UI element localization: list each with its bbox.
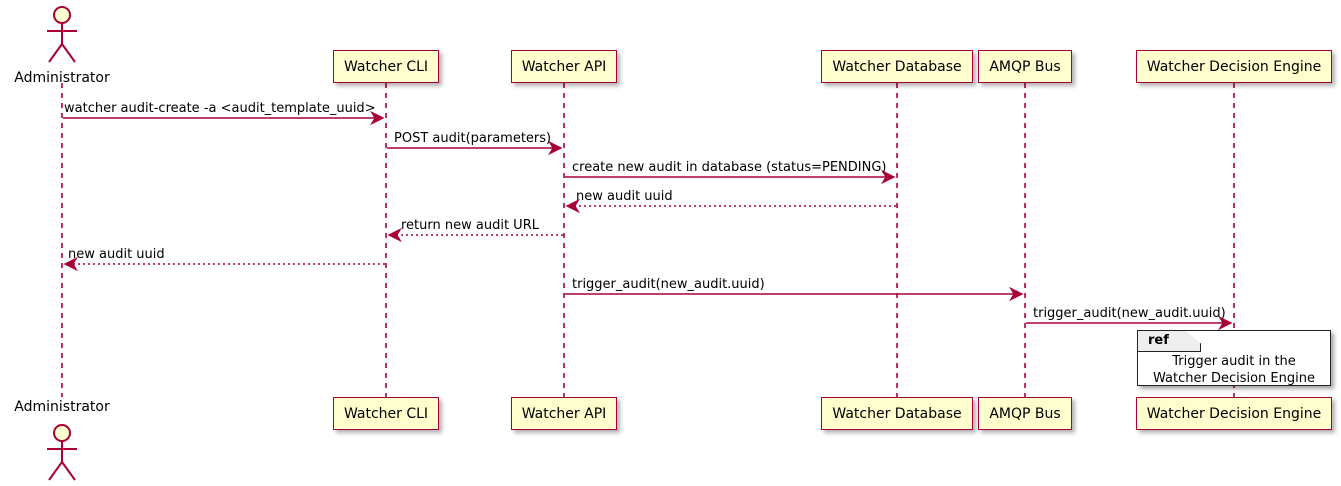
actor-figure-bottom-administrator (47, 424, 77, 481)
actor-label-bottom-administrator: Administrator (14, 399, 110, 415)
actor-figure-bottom-administrator-leg-r (61, 461, 76, 481)
ref-fragment-box: ref Trigger audit in the Watcher Decisio… (1137, 330, 1331, 386)
participant-label: Watcher Database (832, 405, 962, 422)
participant-box-top-watcher-cli[interactable]: Watcher CLI (332, 50, 440, 83)
participant-label: AMQP Bus (989, 58, 1061, 75)
message-label-msg-5: return new audit URL (401, 218, 539, 233)
participant-label: Watcher CLI (343, 405, 429, 422)
actor-figure-bottom-administrator-leg-l (48, 461, 63, 481)
participant-label: Watcher Decision Engine (1146, 405, 1322, 422)
participant-label: Watcher Database (832, 58, 962, 75)
message-label-msg-4: new audit uuid (576, 189, 673, 204)
participant-box-top-amqp-bus[interactable]: AMQP Bus (978, 50, 1072, 83)
participant-label: AMQP Bus (989, 405, 1061, 422)
participant-label: Watcher API (521, 405, 607, 422)
actor-figure-top-administrator-leg-r (61, 43, 76, 63)
ref-line-1: Trigger audit in the (1172, 354, 1296, 369)
message-label-msg-6: new audit uuid (68, 247, 165, 262)
participant-box-bottom-watcher-api[interactable]: Watcher API (510, 397, 618, 430)
message-label-msg-8: trigger_audit(new_audit.uuid) (1033, 306, 1226, 321)
ref-operator-label: ref (1148, 333, 1169, 348)
participant-label: Watcher CLI (343, 58, 429, 75)
message-label-msg-1: watcher audit-create -a <audit_template_… (64, 101, 376, 116)
actor-figures-group (47, 6, 77, 481)
participant-box-bottom-watcher-decision-engine[interactable]: Watcher Decision Engine (1135, 397, 1333, 430)
message-label-msg-3: create new audit in database (status=PEN… (572, 160, 887, 175)
participant-label: Watcher API (521, 58, 607, 75)
lifelines-group (61, 83, 1235, 397)
actor-label-top-administrator: Administrator (14, 70, 110, 86)
participant-box-top-watcher-api[interactable]: Watcher API (510, 50, 618, 83)
actor-figure-top-administrator-leg-l (48, 43, 63, 63)
message-label-msg-7: trigger_audit(new_audit.uuid) (572, 277, 765, 292)
participant-label: Watcher Decision Engine (1146, 58, 1322, 75)
ref-fragment-text: Trigger audit in the Watcher Decision En… (1138, 353, 1330, 387)
actor-figure-top-administrator (47, 6, 77, 63)
ref-line-2: Watcher Decision Engine (1153, 371, 1315, 386)
actor-figure-bottom-administrator-head (53, 424, 71, 442)
participant-box-top-watcher-decision-engine[interactable]: Watcher Decision Engine (1135, 50, 1333, 83)
message-label-msg-2: POST audit(parameters) (394, 131, 552, 146)
actor-figure-top-administrator-head (53, 6, 71, 24)
participant-box-bottom-amqp-bus[interactable]: AMQP Bus (978, 397, 1072, 430)
participant-box-bottom-watcher-database[interactable]: Watcher Database (821, 397, 973, 430)
participant-box-top-watcher-database[interactable]: Watcher Database (821, 50, 973, 83)
message-arrows-group (63, 110, 1233, 331)
participant-box-bottom-watcher-cli[interactable]: Watcher CLI (332, 397, 440, 430)
